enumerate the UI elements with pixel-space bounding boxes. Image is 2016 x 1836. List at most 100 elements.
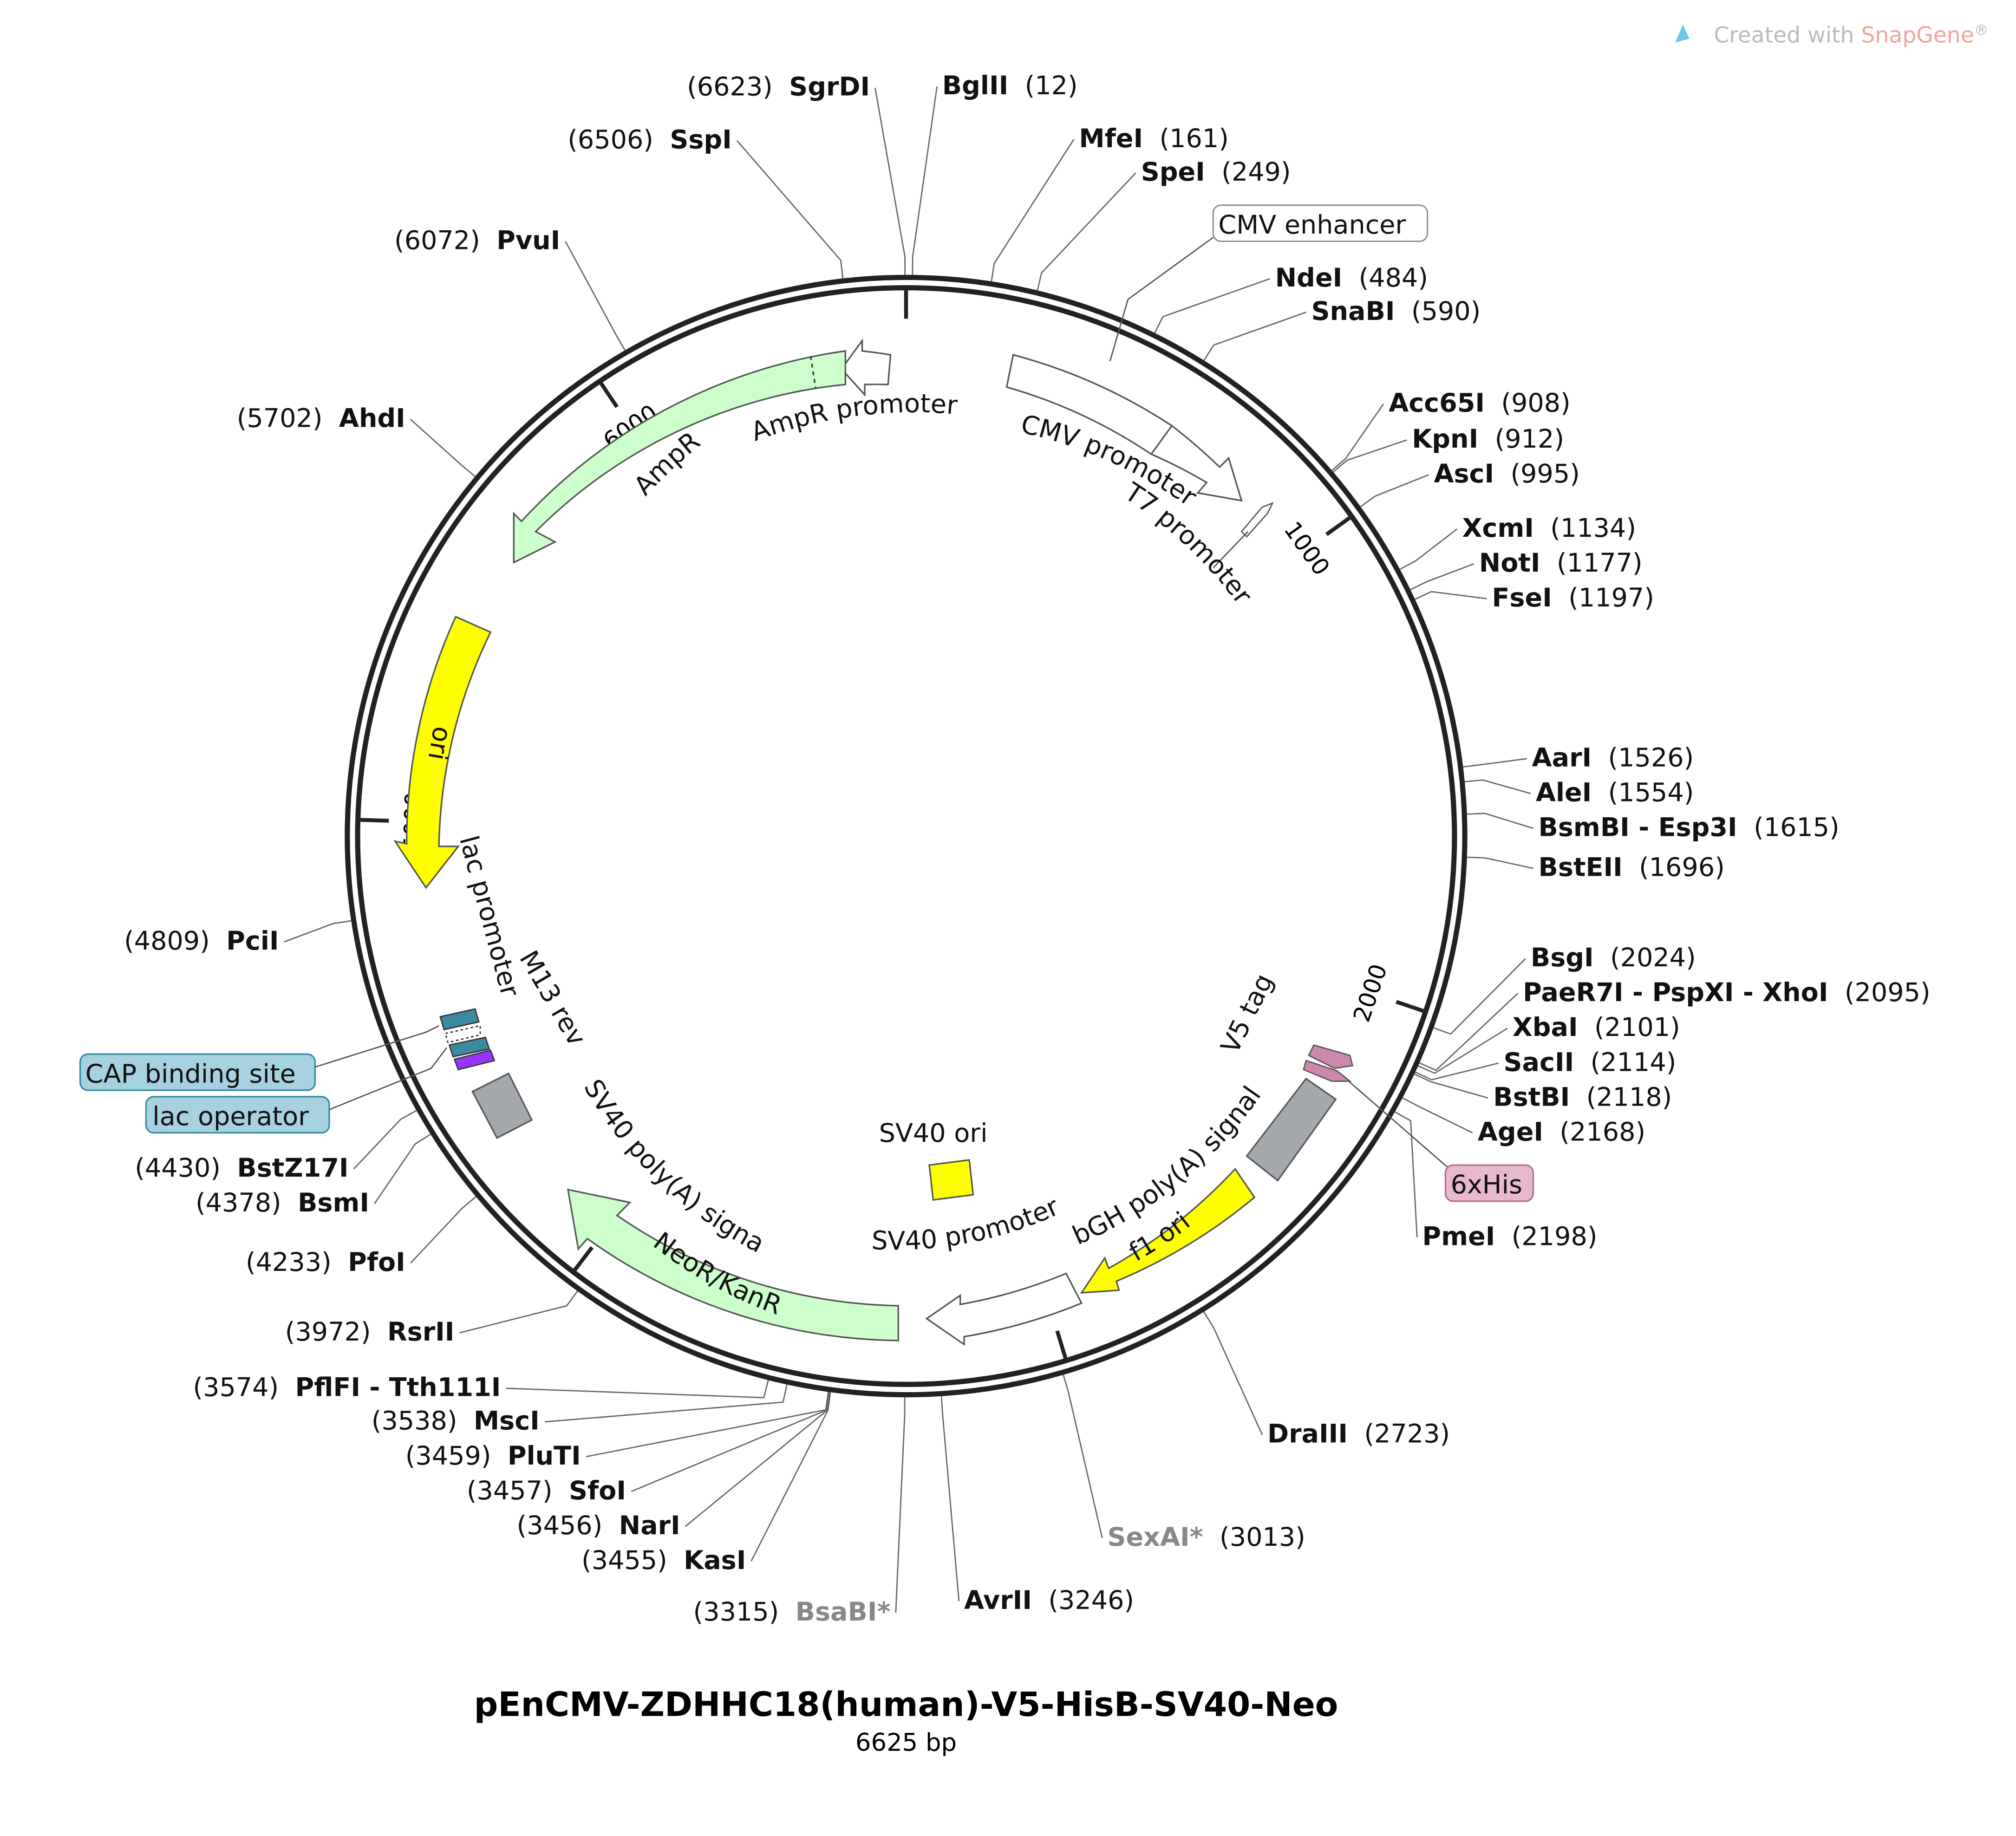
restriction-site-label: (3455) KasI [581, 1545, 746, 1576]
restriction-site-label: AgeI (2168) [1478, 1117, 1645, 1147]
restriction-site-label: SnaBI (590) [1311, 296, 1481, 326]
site-name: BsaBI* [796, 1597, 891, 1627]
site-leader-line [1360, 474, 1429, 508]
site-leader-line [459, 1290, 578, 1334]
site-position: (1177) [1557, 548, 1643, 578]
site-name: AleI [1536, 778, 1592, 808]
backbone [345, 274, 1468, 1398]
site-position: (1696) [1639, 853, 1725, 883]
f1-ori-arrow [1080, 1167, 1256, 1294]
restriction-site-label: (4233) PfoI [246, 1247, 405, 1277]
lac-operator-label-box [145, 1096, 330, 1134]
svg-text:Created with SnapGene®: Created with SnapGene® [1714, 22, 1988, 48]
cap-binding-site-leader [314, 1025, 439, 1068]
restriction-site-label: NdeI (484) [1275, 263, 1428, 293]
tick-mark [1396, 1000, 1424, 1013]
site-position: (12) [1025, 71, 1078, 101]
restriction-site-label: AarI (1526) [1532, 743, 1694, 773]
restriction-site-label: (3574) PflFI - Tth111I [193, 1372, 501, 1402]
site-leader-line [1415, 591, 1487, 600]
site-name: DraIII [1267, 1419, 1348, 1449]
site-position: (484) [1359, 263, 1428, 293]
lac-operator-box [448, 1036, 490, 1058]
site-position: (2168) [1559, 1117, 1645, 1147]
restriction-site-label: AscI (995) [1434, 459, 1579, 489]
site-name: PluTI [508, 1441, 581, 1471]
ori-label: ori [422, 724, 457, 762]
plasmid-length: 6625 bp [855, 1729, 957, 1757]
site-position: (1526) [1608, 743, 1694, 773]
site-name: SacII [1503, 1047, 1574, 1077]
site-position: (2114) [1591, 1047, 1677, 1077]
site-position: (3538) [372, 1406, 457, 1436]
site-position: (4809) [124, 926, 210, 956]
restriction-site-label: Acc65I (908) [1389, 388, 1571, 418]
sv40-ori-box [928, 1159, 974, 1201]
lac-promoter-label: lac promoter [453, 833, 525, 1000]
site-name: PflFI - Tth111I [295, 1372, 501, 1402]
cmv-promoter-arrow [1150, 424, 1243, 502]
tick-mark [1055, 1330, 1068, 1359]
restriction-site-label: BstEII (1696) [1539, 853, 1725, 883]
site-position: (3456) [517, 1510, 603, 1541]
restriction-site-label: AvrII (3246) [964, 1585, 1134, 1615]
site-leader-line [353, 1110, 417, 1170]
site-leader-line [1467, 856, 1533, 869]
restriction-site-label: (6506) SspI [568, 125, 732, 155]
his-tag-arrow [1303, 1060, 1352, 1082]
site-name: AarI [1532, 743, 1592, 773]
restriction-site-label: XcmI (1134) [1462, 513, 1636, 543]
tick-marks: 100020003000400050006000 [360, 290, 1424, 1359]
site-position: (1554) [1608, 778, 1694, 808]
site-position: (5702) [237, 404, 323, 434]
watermark: Created with SnapGene® [1675, 22, 1988, 48]
sv40-ori-label: SV40 ori [879, 1118, 988, 1148]
restriction-site-label: NotI (1177) [1479, 548, 1643, 578]
site-position: (3459) [405, 1441, 491, 1471]
site-position: (2118) [1586, 1082, 1672, 1112]
features [393, 338, 1448, 1346]
restriction-site-label: KpnI (912) [1412, 424, 1564, 454]
site-position: (2198) [1512, 1221, 1598, 1251]
watermark-brand: SnapGene [1861, 23, 1974, 48]
restriction-site-label: SacII (2114) [1503, 1047, 1676, 1077]
site-leader-line [874, 87, 906, 275]
t7-promoter-arrow [1240, 502, 1274, 538]
ampr-promoter-divider [809, 356, 817, 389]
site-leader-line [1037, 172, 1136, 291]
site-position: (4378) [196, 1188, 281, 1218]
site-name: MfeI [1079, 124, 1143, 154]
site-position: (912) [1495, 424, 1564, 454]
watermark-prefix: Created with [1714, 23, 1861, 48]
lac-operator-label: lac operator [152, 1101, 309, 1132]
site-leader-line [565, 241, 626, 351]
restriction-site-label: SpeI (249) [1141, 157, 1291, 187]
site-leader-line [1394, 1111, 1418, 1237]
site-name: PmeI [1422, 1221, 1495, 1251]
site-leader-line [544, 1384, 788, 1423]
t7-promoter-leader [1213, 531, 1249, 568]
restriction-site-label: (3315) BsaBI* [693, 1597, 891, 1627]
sv40-promoter-arrow [925, 1272, 1083, 1346]
site-position: (3574) [193, 1372, 279, 1402]
site-position: (1615) [1754, 813, 1840, 843]
site-position: (908) [1501, 388, 1570, 418]
site-position: (2095) [1845, 977, 1931, 1008]
site-name: SexAI* [1107, 1522, 1203, 1552]
his-tag-leader [1348, 1081, 1448, 1168]
restriction-site-label: BstBI (2118) [1493, 1082, 1672, 1112]
site-leader-line [284, 920, 352, 943]
site-position: (3246) [1048, 1585, 1134, 1615]
neor-kanr-arrow [567, 1188, 899, 1341]
restriction-site-label: MfeI (161) [1079, 124, 1229, 154]
site-name: NdeI [1275, 263, 1343, 293]
site-name: AscI [1434, 459, 1494, 489]
site-leader-line [1331, 403, 1384, 471]
site-position: (6623) [687, 72, 773, 102]
site-name: AhdI [339, 404, 405, 434]
site-leader-line [1410, 563, 1474, 591]
site-name: BstBI [1493, 1082, 1570, 1112]
tick-mark [360, 818, 389, 823]
restriction-site-label: PmeI (2198) [1422, 1221, 1597, 1251]
